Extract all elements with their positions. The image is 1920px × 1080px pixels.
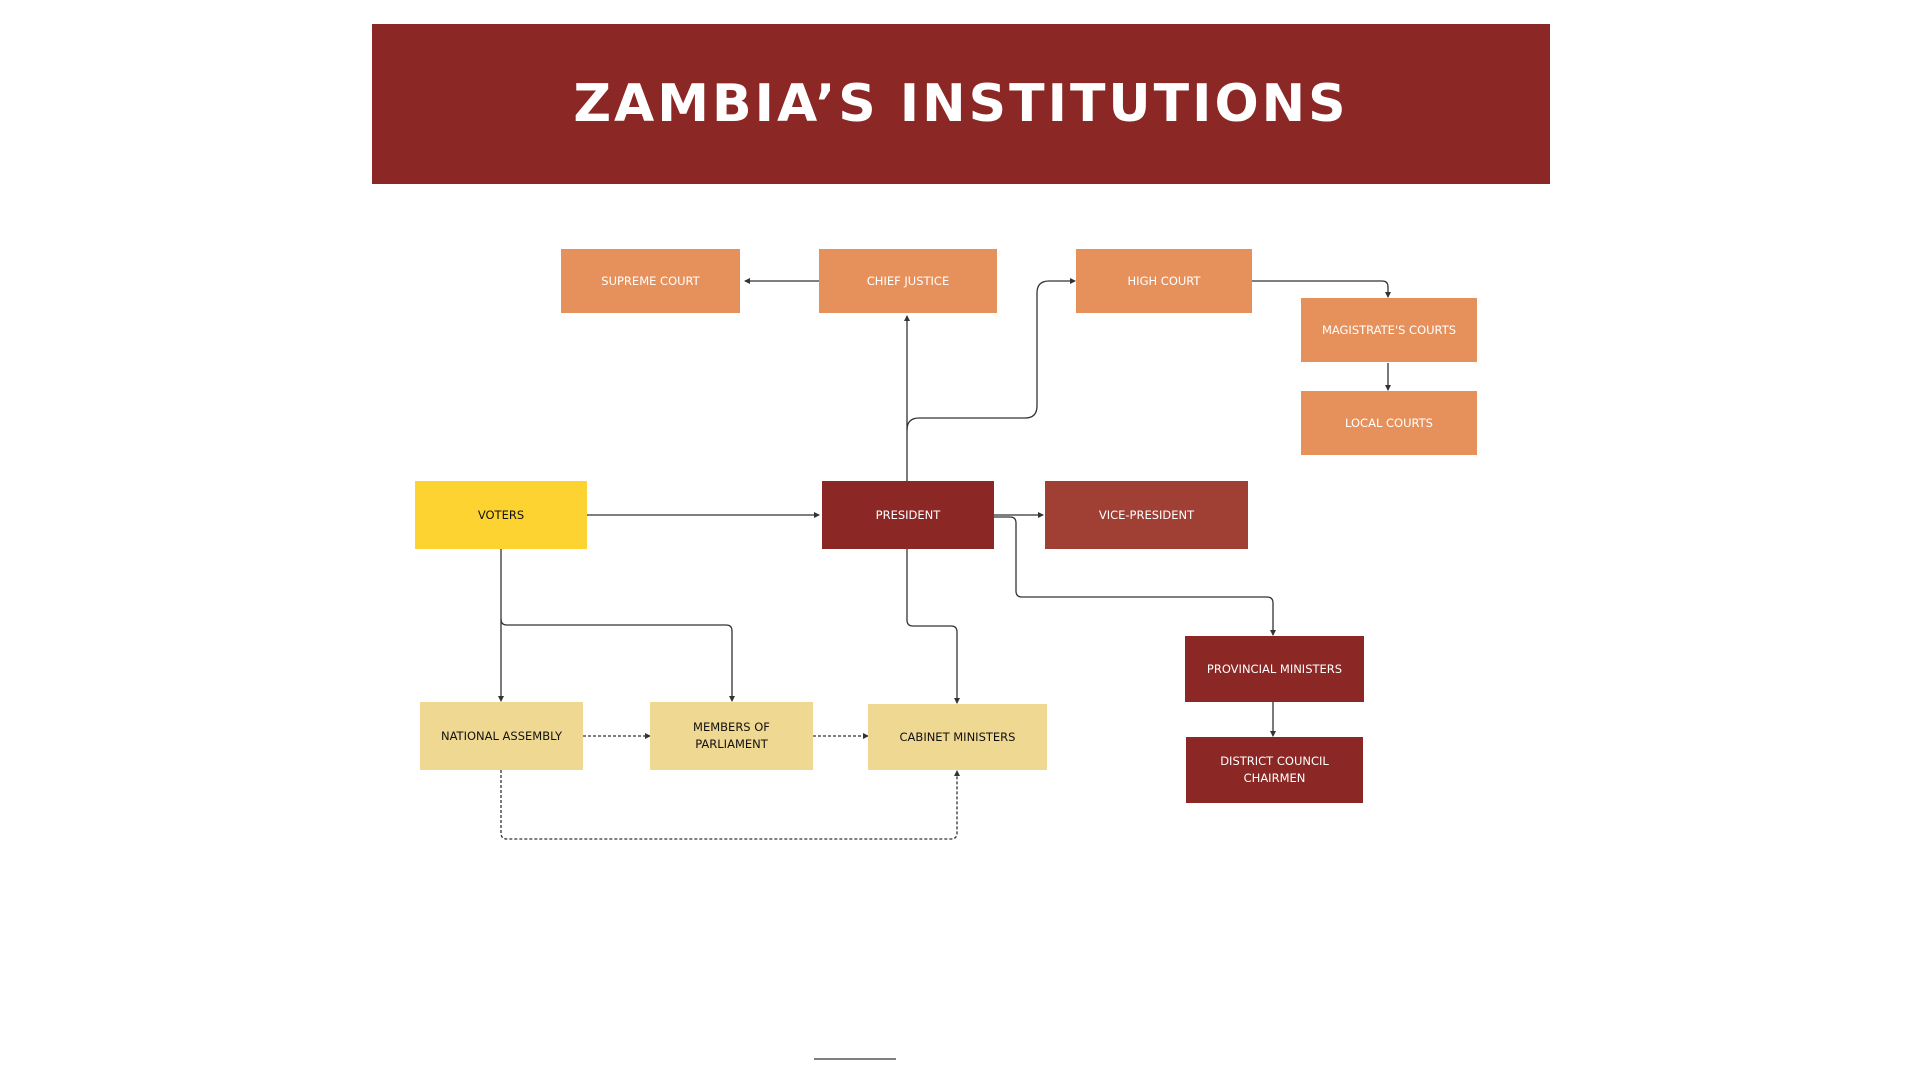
district-council-chairmen-box: DISTRICT COUNCIL CHAIRMEN <box>1186 737 1363 803</box>
connector-voters-to-members-of-parliament <box>500 618 735 702</box>
members-of-parliament-box: MEMBERS OF PARLIAMENT <box>650 702 813 770</box>
cabinet-ministers-box: CABINET MINISTERS <box>868 704 1047 770</box>
connector-president-to-provincial-ministers <box>994 516 1276 636</box>
local-courts-box: LOCAL COURTS <box>1301 391 1477 455</box>
magistrates-courts-box: MAGISTRATE'S COURTS <box>1301 298 1477 362</box>
chief-justice-box: CHIEF JUSTICE <box>819 249 997 313</box>
provincial-ministers-box: PROVINCIAL MINISTERS <box>1185 636 1364 702</box>
page-title: ZAMBIA’S INSTITUTIONS <box>573 74 1349 134</box>
national-assembly-box: NATIONAL ASSEMBLY <box>420 702 583 770</box>
president-box: PRESIDENT <box>822 481 994 549</box>
connector-national-assembly-to-cabinet <box>500 770 960 840</box>
connector-president-to-high-court <box>906 278 1076 431</box>
connector-high-court-to-magistrates <box>1252 280 1391 298</box>
connector-president-to-cabinet <box>906 549 960 704</box>
supreme-court-box: SUPREME COURT <box>561 249 740 313</box>
vice-president-box: VICE-PRESIDENT <box>1045 481 1248 549</box>
high-court-box: HIGH COURT <box>1076 249 1252 313</box>
voters-box: VOTERS <box>415 481 587 549</box>
title-banner: ZAMBIA’S INSTITUTIONS <box>372 24 1550 184</box>
